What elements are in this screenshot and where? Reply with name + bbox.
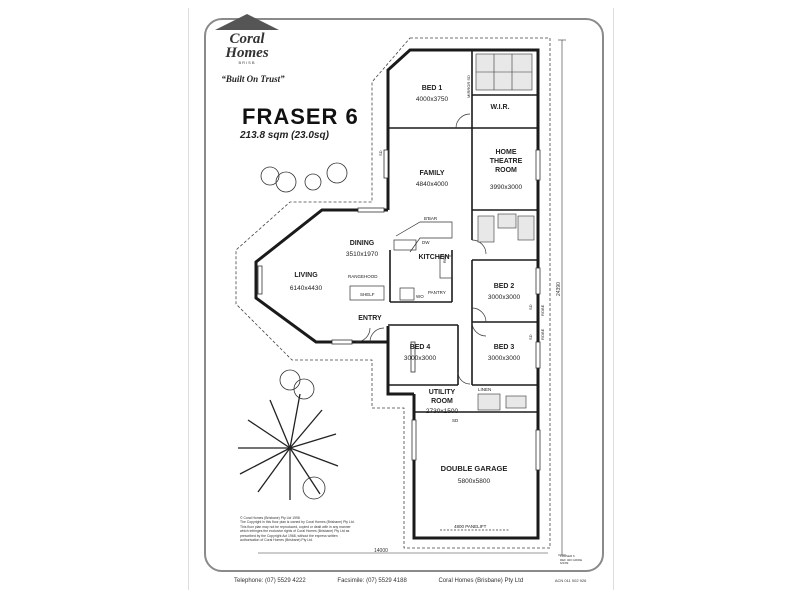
svg-text:DW: DW [422,240,430,245]
acn-text: ACN 011 002 926 [554,578,587,583]
svg-text:4800 PANELIFT: 4800 PANELIFT [454,524,487,529]
room-label: BED 2 [494,283,515,290]
svg-text:RANGEHOOD: RANGEHOOD [348,274,378,279]
svg-text:B'BAR: B'BAR [424,216,438,221]
room-label: BED 3 [494,344,515,351]
plan-title: FRASER 6 [242,104,359,129]
svg-text:PANTRY: PANTRY [428,290,446,295]
room-label: KITCHEN [418,254,449,261]
shrub-icon [293,378,315,400]
contact-footer: Telephone: (07) 5529 4222 Facsimile: (07… [234,578,586,584]
room-dims: 3510x1970 [346,251,379,258]
eaves-outline [235,37,551,549]
svg-text:SD: SD [528,334,533,340]
company-logo: Coral Homes BRISB [212,14,282,65]
svg-text:SD: SD [378,150,383,156]
shrub-icon [304,173,322,191]
room-label: W.I.R. [490,104,509,111]
door-swings [355,113,487,385]
drawing-reference: FRASER 6 REF 400 GRIDE 6/2/99 [560,554,583,566]
room-labels: BED 1 4000x3750 W.I.R. HOME THEATRE ROOM… [290,85,523,485]
room-label: UTILITY [429,389,456,396]
shrub-icon [260,166,280,186]
room-label: ROOM [495,167,517,174]
svg-text:MIRROR SD: MIRROR SD [466,75,471,98]
room-dims: 3000x3000 [404,355,437,362]
svg-text:SHELF: SHELF [360,292,375,297]
scan-frame [188,8,614,590]
shrub-icon [326,162,348,184]
palm-tree-icon [238,393,339,500]
kitchen-benches [349,221,453,301]
room-label: ENTRY [358,315,382,322]
fixture-labels: B'BAR DW REF RANGEHOOD PANTRY WO SHELF L… [348,75,545,529]
room-label: THEATRE [490,158,523,165]
room-dims: 3000x3000 [488,355,521,362]
room-label: BED 1 [422,85,443,92]
room-label: HOME [496,149,517,156]
room-dims: 5800x5800 [458,478,491,485]
room-dims: 4000x3750 [416,96,449,103]
svg-text:LINEN: LINEN [478,387,491,392]
plan-area: 213.8 sqm (23.0sq) [240,130,329,141]
room-label: FAMILY [419,170,444,177]
room-dims: 3990x3000 [490,184,523,191]
room-dims: 2730x1500 [426,408,459,415]
interior-walls [388,50,538,413]
tagline: “Built On Trust” [221,74,285,84]
shrub-icon [275,171,297,193]
room-label: ROOM [431,398,453,405]
copyright-notice: © Coral Homes (Brisbane) Pty Ltd 1998 Th… [240,516,355,543]
shrub-icon [302,476,326,500]
room-label: BED 4 [410,344,431,351]
svg-text:SD: SD [528,304,533,310]
landscaping [238,162,348,500]
logo-roof-icon [215,14,279,30]
room-dims: 4840x4000 [416,181,449,188]
overall-depth-label: 24390 [556,282,562,296]
room-dims: 6140x4430 [290,285,323,292]
svg-text:REF: REF [443,256,447,263]
svg-text:WO: WO [416,294,424,299]
logo-city: BRISB [238,60,256,65]
logo-wordmark: Coral Homes [225,31,269,61]
company-text: Coral Homes (Brisbane) Pty Ltd [438,578,524,584]
sheet-border [204,18,604,572]
shrub-icon [279,369,301,391]
room-label: DOUBLE GARAGE [441,464,508,473]
facsimile-text: Facsimile: (07) 5529 4188 [337,578,407,584]
overall-width-label: 14000 [374,548,388,554]
telephone-text: Telephone: (07) 5529 4222 [234,578,306,584]
svg-text:ROBE: ROBE [540,304,545,316]
svg-text:ROBE: ROBE [540,328,545,340]
room-dims: 3000x3000 [488,294,521,301]
svg-text:SD: SD [452,418,459,423]
room-label: DINING [350,240,375,247]
room-label: LIVING [294,272,318,279]
window-marks [257,149,541,471]
bathroom-fixtures [475,53,535,411]
